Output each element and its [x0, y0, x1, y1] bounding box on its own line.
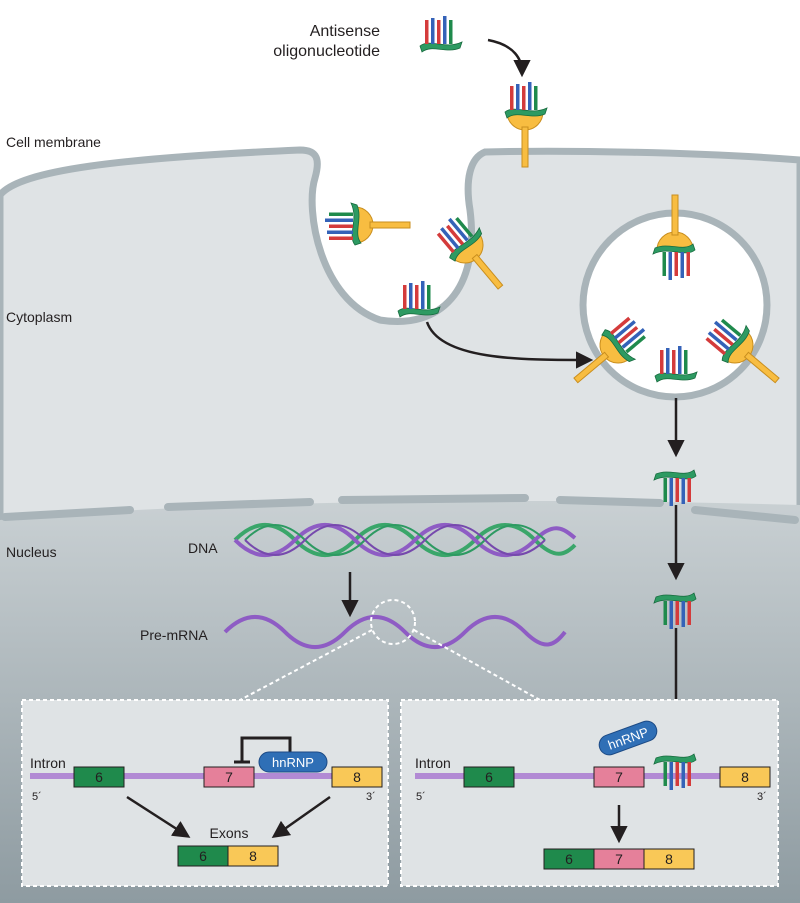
panel-left-arrow-a	[126, 795, 191, 838]
panel-left-hnrnp-label: hnRNP	[272, 755, 314, 770]
dna-helix	[233, 523, 577, 557]
dna-label: DNA	[188, 540, 218, 556]
panel-left-exon-8-label: 8	[353, 769, 361, 785]
panel-left-5prime: 5´	[32, 791, 42, 803]
panel-right-intron-label: Intron	[415, 755, 451, 771]
arrow-bind	[487, 38, 531, 78]
panel-right-5prime: 5´	[416, 791, 426, 803]
antisense-label-1: Antisense	[310, 23, 380, 40]
antisense-label-2: oligonucleotide	[273, 43, 380, 60]
zoom-circle	[370, 599, 416, 645]
panel-left-exon-6	[73, 766, 125, 788]
panel-left-exon-7-label: 7	[225, 769, 233, 785]
panel-right-exon-8-label: 8	[741, 769, 749, 785]
panel-right-product-7-label: 7	[615, 851, 623, 867]
panel-right-exon-6-label: 6	[485, 769, 493, 785]
zoom-guide-left	[239, 629, 373, 701]
panel-left-3prime: 3´	[366, 791, 376, 803]
panel-left-exon-8	[331, 766, 383, 788]
arrow-to-endosome	[425, 321, 594, 369]
panel-right-product-8	[643, 848, 695, 870]
panel-right-3prime: 3´	[757, 791, 767, 803]
panel-right-exon-7-label: 7	[615, 769, 623, 785]
panel-left-product-8	[227, 845, 279, 867]
cytoplasm-label: Cytoplasm	[6, 309, 72, 325]
pre-mrna-label: Pre-mRNA	[140, 627, 208, 643]
exons-label: Exons	[210, 825, 249, 841]
inhibition-bracket	[240, 736, 292, 762]
panel-left-exon-6-label: 6	[95, 769, 103, 785]
zoom-guide-right	[413, 629, 541, 701]
panel-left-product-6-label: 6	[199, 848, 207, 864]
panel-right-product-6-label: 6	[565, 851, 573, 867]
pre-mrna-strand	[223, 615, 567, 649]
cell-membrane-label: Cell membrane	[6, 134, 101, 150]
panel-right-product-8-label: 8	[665, 851, 673, 867]
panel-left-arrow-b	[271, 795, 331, 839]
panel-right-exon-7	[593, 766, 645, 788]
panel-left-hnrnp	[258, 751, 328, 773]
panel-left-intron-label: Intron	[30, 755, 66, 771]
panel-right-exon-8	[719, 766, 771, 788]
panel-left: Intron 5´ 3´ 6 7 8 hnRNP Exons 6 8	[21, 699, 389, 887]
panel-left-exon-7	[203, 766, 255, 788]
nuclear-envelope	[1, 494, 799, 524]
panel-right: Intron 5´ 3´ 6 7 8 hnRNP 6 7 8	[400, 699, 779, 887]
nucleus-label: Nucleus	[6, 544, 57, 560]
panel-right-exon-6	[463, 766, 515, 788]
panel-left-product-8-label: 8	[249, 848, 257, 864]
